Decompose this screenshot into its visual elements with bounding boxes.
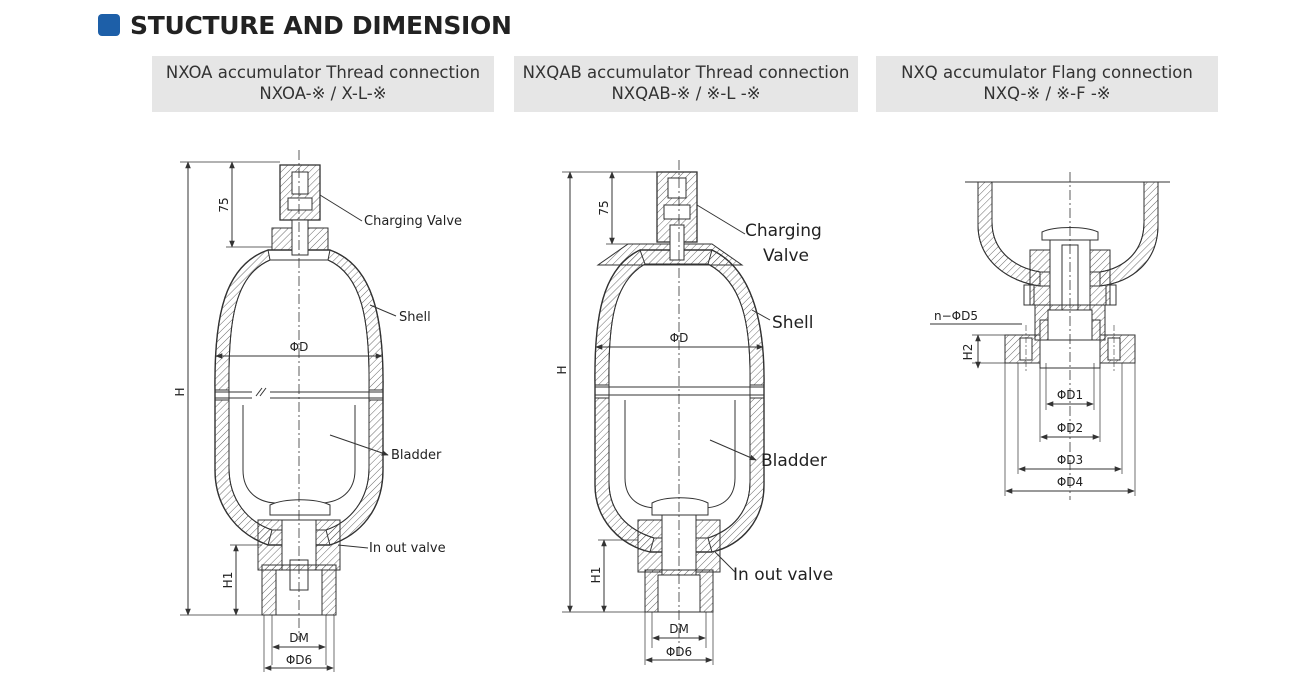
diagram-nxoa [180, 150, 397, 672]
nxqab-dim-dm: DM [669, 622, 689, 636]
diagram-nxqab [562, 160, 771, 665]
nxq-dim-d1: ΦD1 [1057, 388, 1083, 402]
caption-nxoa-line2: NXOA-※ / X-L-※ [259, 84, 387, 103]
diagram-nxq-labels: n−ΦD5 H2 ΦD1 ΦD2 ΦD3 ΦD4 [934, 309, 1083, 489]
nxq-dim-d3: ΦD3 [1057, 453, 1083, 467]
caption-nxoa: NXOA accumulator Thread connection NXOA-… [152, 56, 494, 112]
nxqab-bladder [624, 400, 736, 509]
diagram-nxoa-labels: 75 H H1 ΦD DM ΦD6 Charging Valve Shell B… [173, 197, 462, 667]
caption-nxqab-line1: NXQAB accumulator Thread connection [522, 63, 850, 82]
nxqab-label-in-out-valve: In out valve [733, 565, 833, 585]
section-header: STUCTURE AND DIMENSION [98, 8, 512, 42]
diagram-nxqab-labels: 75 H H1 ΦD DM ΦD6 Charging Valve Shell B… [555, 200, 833, 659]
nxqab-dim-h1: H1 [589, 567, 603, 584]
caption-nxq-line2: NXQ-※ / ※-F -※ [983, 84, 1111, 103]
nxq-dim-d4: ΦD4 [1057, 475, 1083, 489]
nxoa-dim-d: ΦD [290, 340, 309, 354]
nxq-dim-n-d5: n−ΦD5 [934, 309, 978, 323]
nxq-dim-h2: H2 [961, 344, 975, 361]
nxqab-label-bladder: Bladder [761, 451, 827, 471]
nxqab-label-valve: Valve [763, 246, 809, 266]
nxqab-dim-h: H [555, 365, 569, 374]
caption-nxq-line1: NXQ accumulator Flang connection [901, 63, 1193, 82]
caption-nxq: NXQ accumulator Flang connection NXQ-※ /… [876, 56, 1218, 112]
nxoa-label-in-out-valve: In out valve [369, 541, 446, 556]
nxqab-dim-d6: ΦD6 [666, 645, 692, 659]
nxqab-label-shell: Shell [772, 313, 813, 333]
nxoa-dim-dm: DM [289, 631, 309, 645]
nxqab-dim-75: 75 [597, 200, 611, 215]
nxoa-dim-d6: ΦD6 [286, 653, 312, 667]
nxoa-label-charging-valve: Charging Valve [364, 214, 462, 229]
nxqab-label-charging: Charging [745, 221, 822, 241]
nxoa-dim-h: H [173, 387, 187, 396]
nxoa-label-shell: Shell [399, 310, 431, 325]
nxq-dim-d2: ΦD2 [1057, 421, 1083, 435]
square-bullet-icon [98, 14, 120, 36]
nxoa-label-bladder: Bladder [391, 448, 442, 463]
caption-nxqab: NXQAB accumulator Thread connection NXQA… [514, 56, 858, 112]
nxoa-dim-75: 75 [217, 197, 231, 212]
nxoa-dim-h1: H1 [221, 572, 235, 589]
caption-nxqab-line2: NXQAB-※ / ※-L -※ [611, 84, 761, 103]
diagram-nxq [930, 172, 1170, 500]
nxqab-dim-d: ΦD [670, 331, 689, 345]
caption-nxoa-line1: NXOA accumulator Thread connection [165, 63, 481, 82]
section-title: STUCTURE AND DIMENSION [130, 10, 512, 40]
